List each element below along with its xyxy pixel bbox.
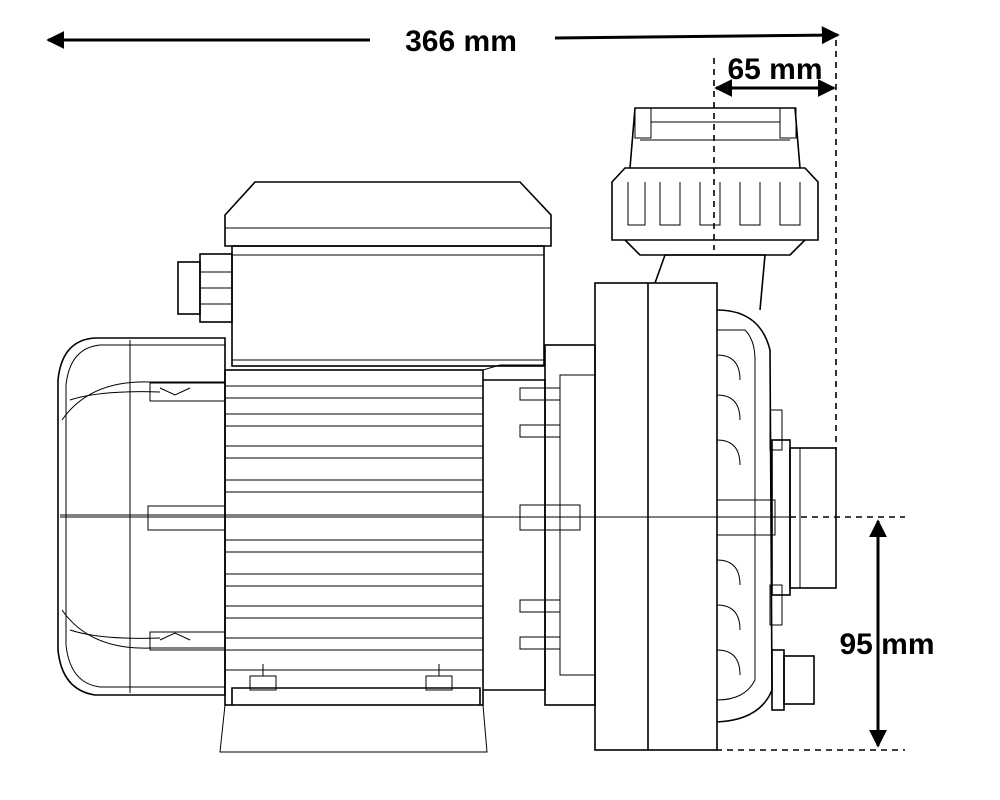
drain-plug bbox=[771, 649, 815, 711]
shaft-height-label: 95 mm bbox=[839, 628, 934, 661]
foot-bolt-right bbox=[425, 664, 453, 691]
pump-volute bbox=[716, 309, 783, 723]
adapter-bracket bbox=[519, 344, 596, 706]
foot-bolt-left bbox=[249, 664, 277, 691]
overall-length-dimension: 366 mm bbox=[46, 25, 840, 58]
cable-gland bbox=[177, 253, 233, 323]
shaft-height-dimension: 95 mm bbox=[716, 516, 935, 751]
overall-length-label: 366 mm bbox=[405, 25, 517, 58]
overall-length-arrow-right bbox=[554, 26, 840, 45]
terminal-box bbox=[224, 181, 552, 367]
motor-body bbox=[219, 364, 546, 753]
outlet-offset-label: 65 mm bbox=[727, 53, 822, 86]
outlet-offset-dimension: 65 mm bbox=[713, 40, 837, 450]
discharge-outlet bbox=[611, 107, 819, 311]
